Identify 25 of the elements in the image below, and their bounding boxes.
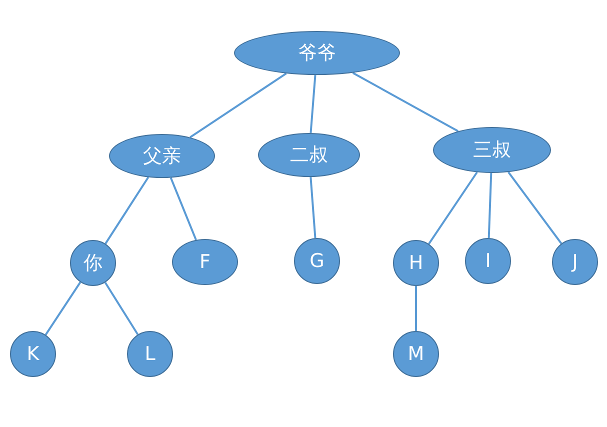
connector-line <box>170 177 197 240</box>
connector-line <box>352 72 459 132</box>
connector-line <box>44 282 82 336</box>
family-member-ellipse: H <box>393 240 439 286</box>
family-member-ellipse: M <box>393 331 439 377</box>
connector-line <box>310 74 316 134</box>
family-member-ellipse: 你 <box>70 240 116 286</box>
connector-line <box>104 282 139 336</box>
family-member-ellipse: F <box>172 239 238 285</box>
connector-line <box>190 72 287 138</box>
family-member-ellipse: 三叔 <box>433 127 551 173</box>
connector-line <box>104 176 150 244</box>
family-member-ellipse: 爷爷 <box>234 31 400 75</box>
connector-line <box>415 286 417 331</box>
family-member-ellipse: 二叔 <box>258 133 360 177</box>
connector-line <box>310 176 316 238</box>
family-member-ellipse: K <box>10 331 56 377</box>
family-member-ellipse: I <box>465 238 511 284</box>
family-member-ellipse: 父亲 <box>109 134 215 178</box>
family-member-ellipse: L <box>127 331 173 377</box>
connector-line <box>508 172 562 244</box>
connector-line <box>428 172 478 244</box>
connector-line <box>488 172 492 238</box>
family-member-ellipse: J <box>552 239 598 285</box>
family-member-ellipse: G <box>294 238 340 284</box>
